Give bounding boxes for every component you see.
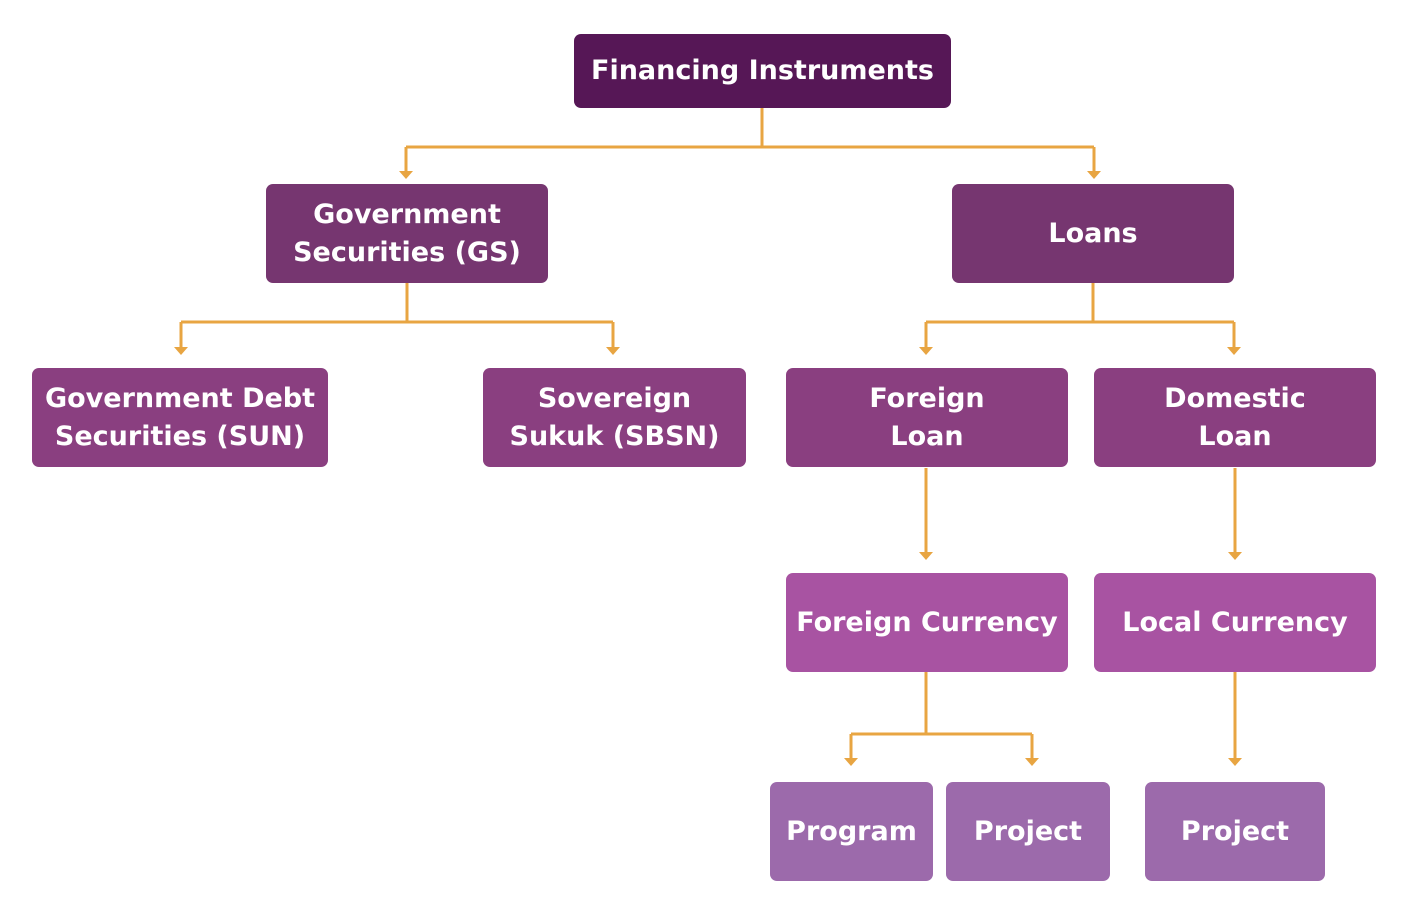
connector-foreign-currency (849, 672, 1034, 759)
node-local-currency: Local Currency (1094, 573, 1376, 672)
node-label: Loans (1048, 217, 1138, 249)
node-label: Foreign Loan (869, 382, 985, 452)
connector-loans (924, 283, 1236, 348)
node-label: Local Currency (1122, 606, 1348, 638)
arrowhead (919, 347, 933, 355)
node-label: Government Debt Securities (SUN) (44, 382, 316, 452)
connector-root (404, 108, 1096, 172)
arrowhead (1228, 552, 1242, 560)
arrowhead (919, 552, 933, 560)
node-domestic-loan: Domestic Loan (1094, 368, 1376, 467)
node-label: Project (973, 815, 1083, 847)
arrowhead (1228, 758, 1242, 766)
node-label: Foreign Currency (796, 606, 1058, 638)
node-project-foreign: Project (946, 782, 1110, 881)
node-label: Project (1180, 815, 1290, 847)
node-government-debt-securities: Government Debt Securities (SUN) (32, 368, 328, 467)
arrowhead (844, 758, 858, 766)
node-project-local: Project (1145, 782, 1325, 881)
node-government-securities: Government Securities (GS) (266, 184, 548, 283)
arrowhead (1087, 171, 1101, 179)
arrowhead (606, 347, 620, 355)
node-label: Domestic Loan (1164, 382, 1306, 452)
node-loans: Loans (952, 184, 1234, 283)
node-program: Program (770, 782, 933, 881)
node-financing-instruments: Financing Instruments (574, 34, 951, 108)
connector-gs (179, 283, 615, 348)
arrowhead (174, 347, 188, 355)
node-label: Financing Instruments (591, 55, 934, 86)
arrowhead (399, 171, 413, 179)
node-label: Government Securities (GS) (293, 198, 521, 268)
node-foreign-currency: Foreign Currency (786, 573, 1068, 672)
arrowhead (1025, 758, 1039, 766)
node-foreign-loan: Foreign Loan (786, 368, 1068, 467)
arrowhead (1227, 347, 1241, 355)
node-label: Program (786, 815, 917, 847)
node-sovereign-sukuk: Sovereign Sukuk (SBSN) (483, 368, 746, 467)
node-label: Sovereign Sukuk (SBSN) (509, 382, 720, 452)
